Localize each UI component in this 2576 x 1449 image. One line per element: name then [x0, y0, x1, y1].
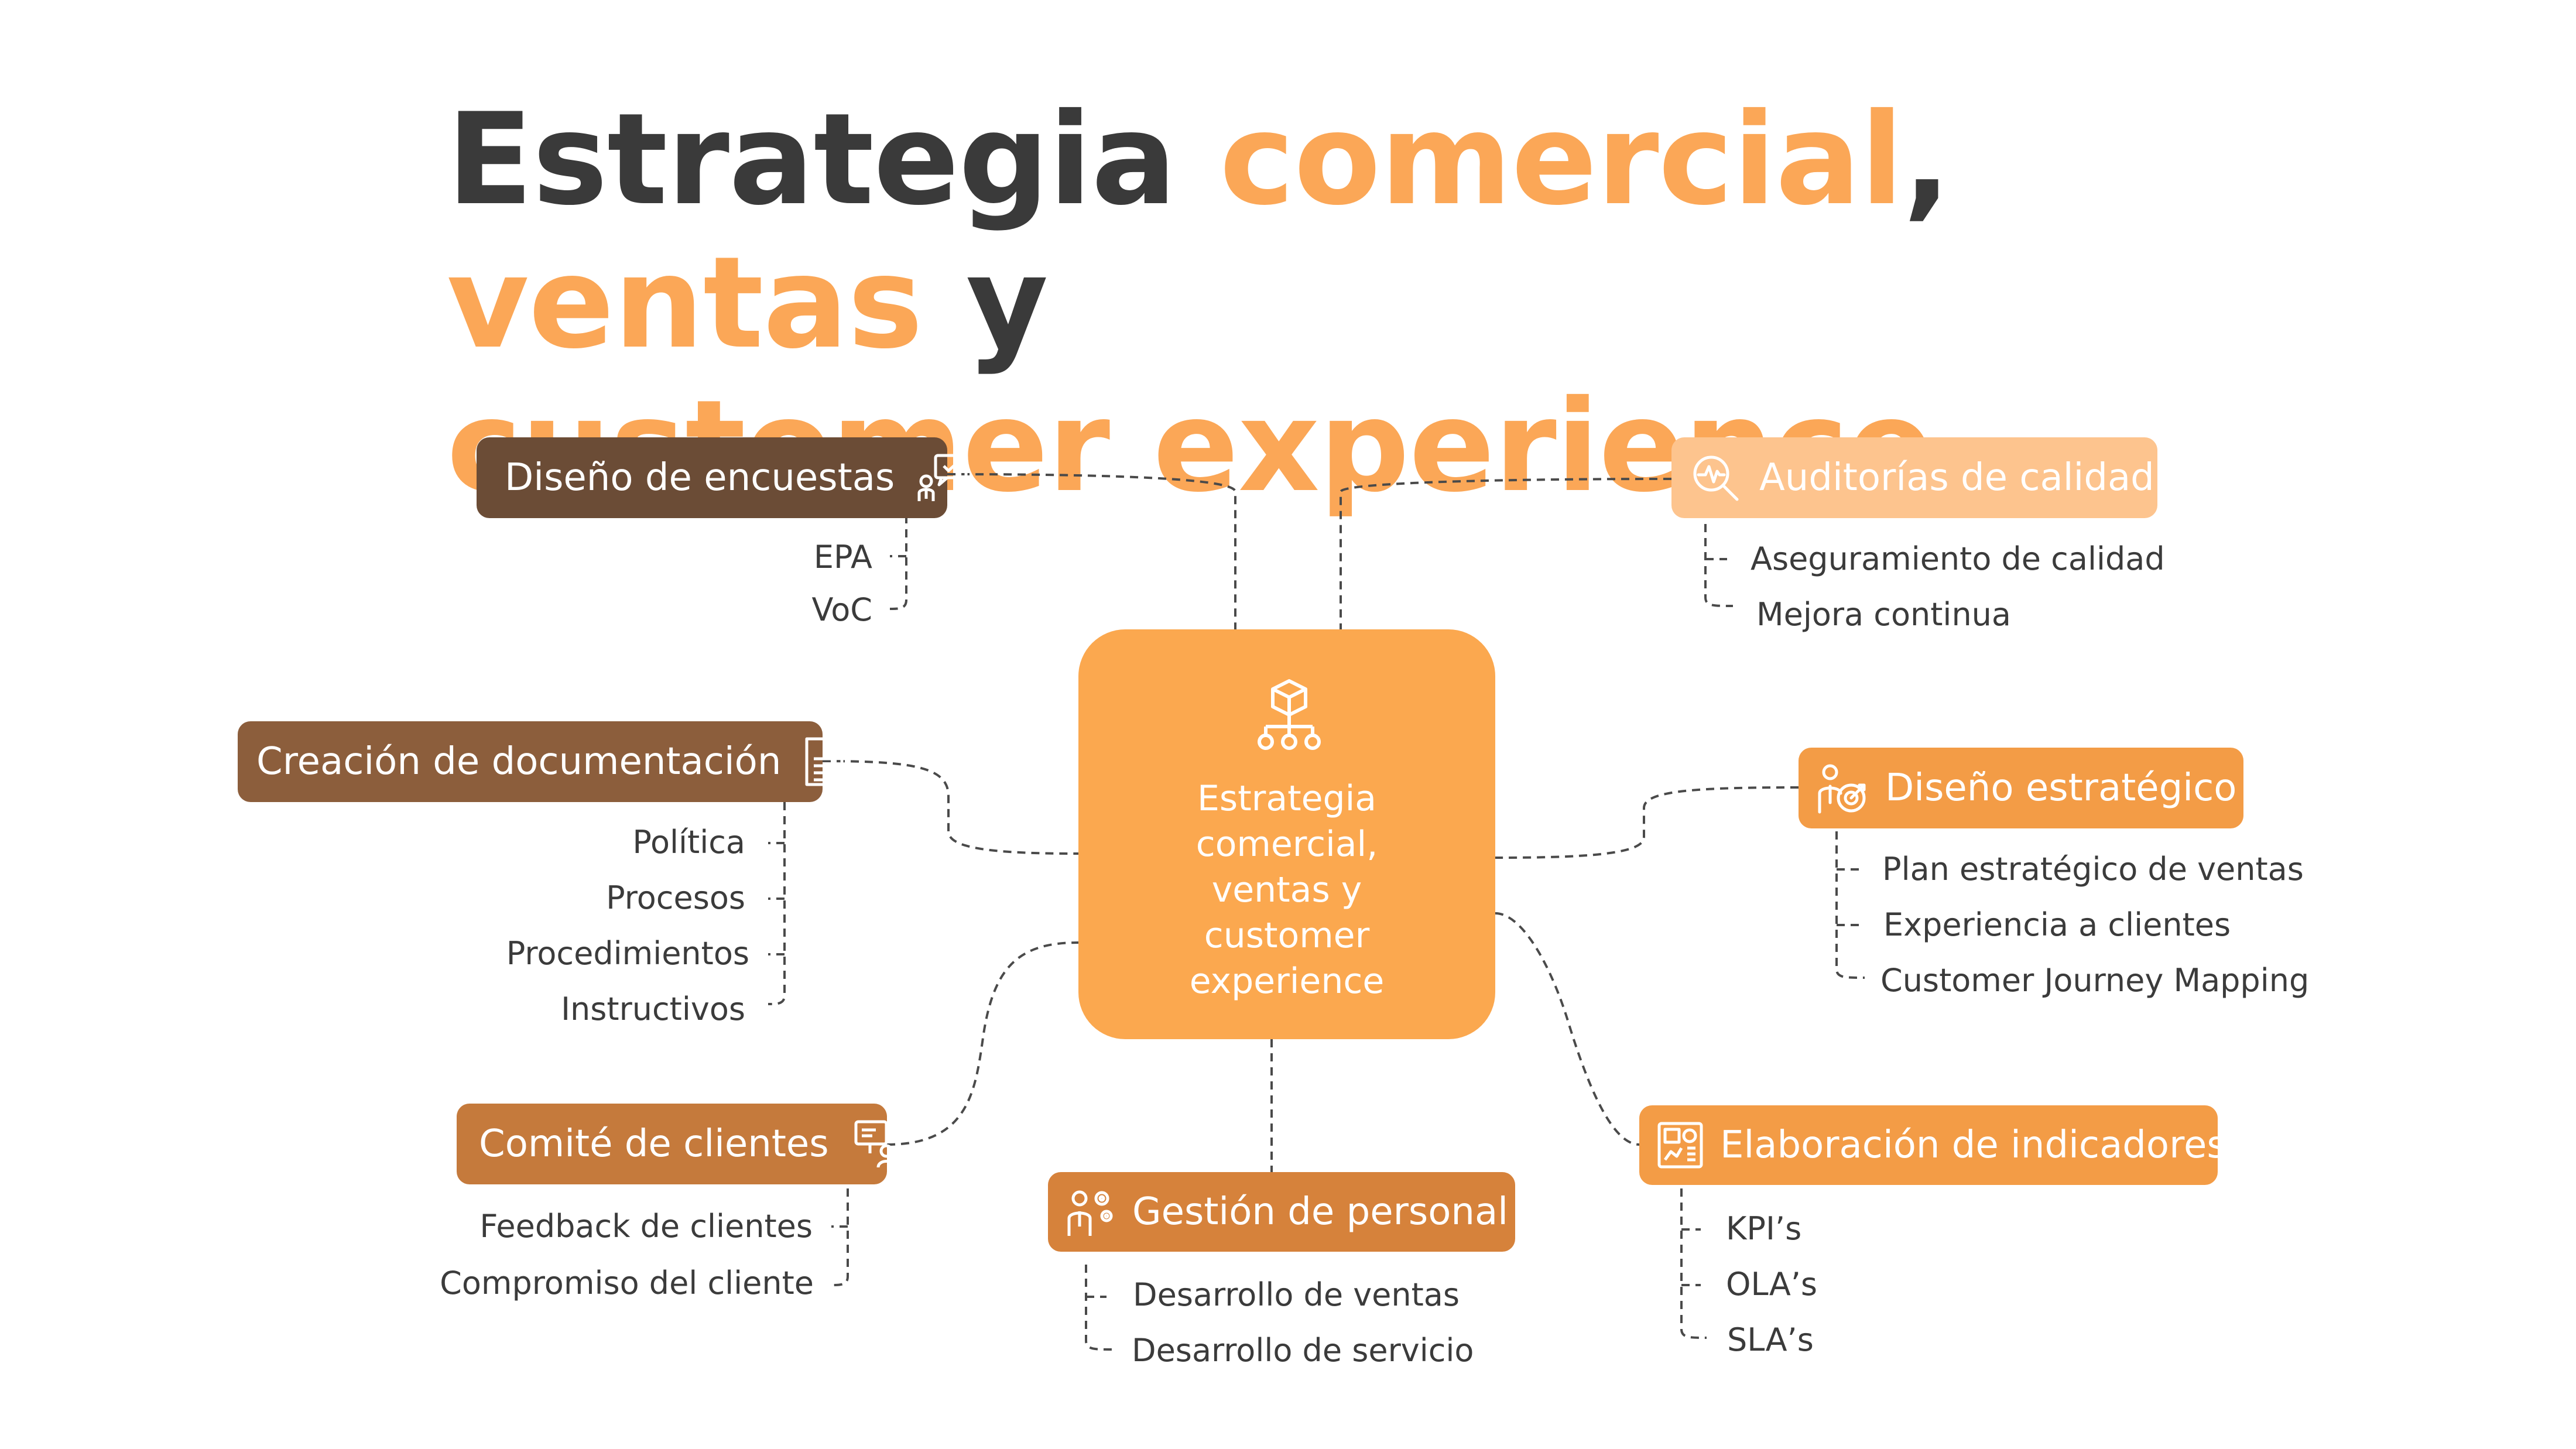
branch-label: Comité de clientes — [479, 1122, 829, 1166]
person-gears-icon — [1067, 1190, 1113, 1236]
branch-label: Auditorías de calidad — [1759, 456, 2154, 499]
list-item: Instructivos — [561, 991, 745, 1027]
bracket-encuestas — [889, 515, 907, 610]
list-item: Experiencia a clientes — [1883, 906, 2231, 943]
branch-comite-clientes[interactable]: Comité de clientes — [457, 1104, 906, 1184]
list-item: Procedimientos — [506, 935, 749, 972]
branch-diseno-encuestas[interactable]: Diseño de encuestas — [477, 437, 968, 518]
link-estrategico — [1495, 786, 1799, 859]
list-item: Plan estratégico de ventas — [1882, 851, 2304, 888]
list-item: SLA’s — [1727, 1321, 1814, 1358]
list-item: Mejora continua — [1756, 596, 2011, 633]
list-item: Feedback de clientes — [479, 1208, 813, 1245]
bracket-personal — [1085, 1265, 1113, 1351]
branch-label: Creación de documentación — [256, 740, 782, 783]
list-item: Aseguramiento de calidad — [1751, 540, 2165, 577]
center-label: Estrategia comercial, ventas y customer … — [1189, 778, 1385, 1002]
link-comite — [886, 941, 1079, 1146]
meeting-board-icon — [854, 1120, 906, 1168]
person-target-icon — [1818, 764, 1866, 814]
list-item: Compromiso del cliente — [440, 1265, 814, 1301]
bracket-estrategico — [1835, 831, 1865, 979]
magnifier-pulse-icon — [1693, 455, 1739, 501]
presenter-chat-icon — [917, 454, 968, 501]
link-indicadores — [1495, 912, 1640, 1146]
branch-gestion-personal[interactable]: Gestión de personal — [1048, 1172, 1515, 1252]
link-encuestas — [947, 473, 1236, 629]
list-item: Desarrollo de ventas — [1133, 1276, 1460, 1313]
link-documentacion — [822, 760, 1079, 855]
branch-creacion-documentacion[interactable]: Creación de documentación — [238, 721, 844, 802]
network-cube-icon — [1258, 679, 1321, 750]
list-item: Desarrollo de servicio — [1132, 1332, 1474, 1369]
list-item: EPA — [813, 539, 872, 576]
list-item: Customer Journey Mapping — [1880, 962, 2310, 999]
bracket-auditorias — [1704, 524, 1734, 607]
branch-label: Gestión de personal — [1132, 1190, 1508, 1234]
link-auditorias — [1340, 478, 1672, 629]
list-item: OLA’s — [1726, 1266, 1818, 1303]
center-node: Estrategia comercial, ventas y customer … — [1078, 629, 1495, 1039]
branch-auditorias-calidad[interactable]: Auditorías de calidad — [1671, 437, 2157, 518]
branch-diseno-estrategico[interactable]: Diseño estratégico — [1799, 748, 2243, 828]
branch-elaboracion-indicadores[interactable]: Elaboración de indicadores — [1639, 1105, 2226, 1185]
bracket-documentacion — [768, 802, 786, 1005]
document-icon — [805, 737, 844, 786]
list-item: Procesos — [606, 879, 745, 916]
list-item: Política — [632, 824, 745, 861]
bracket-indicadores — [1680, 1188, 1707, 1339]
bracket-comite — [831, 1188, 849, 1286]
branch-label: Diseño estratégico — [1885, 766, 2237, 810]
list-item: KPI’s — [1726, 1210, 1802, 1247]
branch-label: Diseño de encuestas — [505, 456, 895, 499]
list-item: VoC — [811, 591, 873, 628]
dashboard-icon — [1657, 1122, 1703, 1169]
branch-label: Elaboración de indicadores — [1720, 1123, 2226, 1167]
